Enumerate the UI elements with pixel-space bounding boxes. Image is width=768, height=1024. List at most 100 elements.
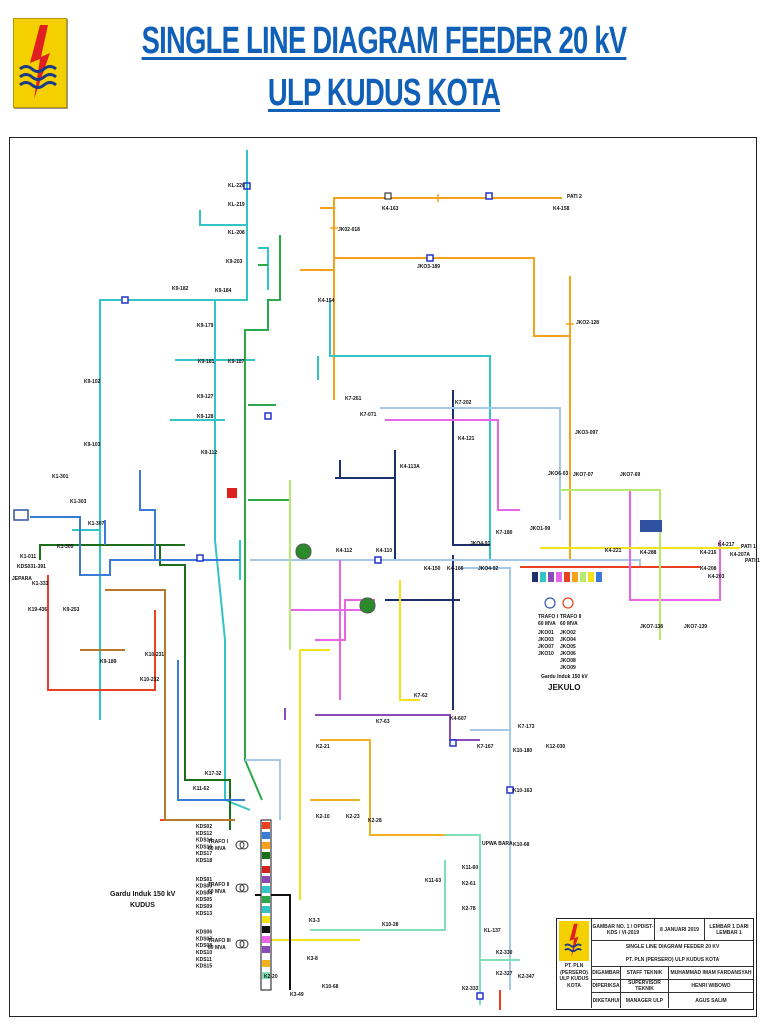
feeder-gold xyxy=(310,739,445,836)
title-block: PT. PLN (PERSERO) ULP KUDUS KOTA GAMBAR … xyxy=(556,918,754,1010)
kudus-transformers xyxy=(235,840,249,949)
label-jk0720: JKO7-139 xyxy=(684,624,707,630)
label-k2330: K2-330 xyxy=(496,950,513,956)
feeder-code: KDS11 xyxy=(196,957,212,963)
label-k2078: K2-78 xyxy=(462,906,476,912)
label-k9253: K9-253 xyxy=(63,607,80,613)
row-role: DIKETAHUI xyxy=(591,993,621,1008)
trafo-rating: 60 MVA xyxy=(208,945,226,951)
label-k9112: K9-112 xyxy=(201,450,217,456)
sheet-number: LEMBAR 1 DARI LEMBAR 1 xyxy=(705,919,753,941)
label-jk0607: JKO7-07 xyxy=(573,472,594,478)
label-k4121: K4-121 xyxy=(458,436,475,442)
label-kl137: KL-137 xyxy=(484,928,501,934)
recloser-icon xyxy=(449,739,457,747)
row-name: HENRI WIBOWO xyxy=(669,980,753,993)
feeder-dark-green xyxy=(39,544,231,830)
feeder-code: KDS05 xyxy=(196,897,212,903)
label-k4163: K4-163 xyxy=(382,206,399,212)
feeder-code: JKO03 xyxy=(538,637,554,643)
recloser-icon xyxy=(264,412,272,420)
customer-icon xyxy=(640,520,662,532)
label-k4208: K4-208 xyxy=(700,566,717,572)
label-k10232: K10-232 xyxy=(140,677,159,683)
label-jk0710: JKO7-138 xyxy=(640,624,663,630)
recloser-icon xyxy=(485,192,493,200)
label-k9182: K9-182 xyxy=(172,286,189,292)
customer-icon xyxy=(13,509,29,521)
label-k10180: K10-180 xyxy=(513,748,532,754)
label-k10068b: K10-68 xyxy=(322,984,339,990)
label-k7063: K7-63 xyxy=(376,719,390,725)
feeder-code: KDS10 xyxy=(196,950,212,956)
feeder-code: KDS04 xyxy=(196,890,212,896)
feeder-code: KDS01 xyxy=(196,877,212,883)
label-k4217: K4-217 xyxy=(718,542,735,548)
label-k2333: K2-333 xyxy=(462,986,479,992)
feeder-code: JKO08 xyxy=(560,658,576,664)
label-k1301: K1-301 xyxy=(52,474,69,480)
feeder-mint xyxy=(310,834,520,1005)
transformer-icon xyxy=(544,597,556,609)
row-position: STAFF TEKNIK xyxy=(621,967,669,980)
label-k7167: K7-167 xyxy=(477,744,494,750)
feeder-yellow xyxy=(270,547,740,941)
feeder-code: KDS07 xyxy=(196,936,212,942)
label-k10231: K10-231 xyxy=(145,652,164,658)
transformer-icon xyxy=(562,597,574,609)
trafo-rating: 60 MVA xyxy=(538,621,556,627)
gi-kudus-name: KUDUS xyxy=(130,902,155,909)
label-k4216: K4-216 xyxy=(700,550,717,556)
label-kl220: KL-220 xyxy=(228,183,245,189)
title-block-org: PT. PLN (PERSERO) ULP KUDUS KOTA xyxy=(559,963,589,989)
label-kl219: KL-219 xyxy=(228,202,245,208)
drawing-date: 8 JANUARI 2019 xyxy=(655,919,705,941)
label-jk0769: JKO7-69 xyxy=(620,472,641,478)
label-k4166: K4-166 xyxy=(447,566,464,572)
label-k4607: K4-607 xyxy=(450,716,467,722)
label-k7062: K7-62 xyxy=(414,693,428,699)
label-jk0199: JKO1-99 xyxy=(530,526,551,532)
label-k4112: K4-112 xyxy=(336,548,352,554)
label-k9103: K9-103 xyxy=(84,442,101,448)
feeder-code: KDS14 xyxy=(196,838,212,844)
label-k2023: K2-23 xyxy=(346,814,360,820)
feeder-code: JKO01 xyxy=(538,630,554,636)
label-k3008: K3-8 xyxy=(307,956,318,962)
label-k2061: K2-61 xyxy=(462,881,476,887)
label-k11062: K11-62 xyxy=(193,786,209,792)
transformer-icon xyxy=(235,883,245,893)
feeder-code: KDS09 xyxy=(196,904,212,910)
recloser-icon xyxy=(476,992,484,1000)
feeder-code: JKO02 xyxy=(560,630,576,636)
label-k12030: K12-030 xyxy=(546,744,565,750)
feeder-code: JKO10 xyxy=(538,651,554,657)
feeder-code: KDS12 xyxy=(196,831,212,837)
row-position: SUPERVISOR TEKNIK xyxy=(621,980,669,993)
label-k4110: K4-110 xyxy=(376,548,392,554)
feeder-code: KDS02 xyxy=(196,824,212,830)
label-k10163: K10-163 xyxy=(513,788,532,794)
pln-lightning-logo-icon xyxy=(564,923,582,958)
label-k1333: K1-333 xyxy=(32,581,49,587)
substation-icon xyxy=(359,597,376,614)
label-k1011: K1-011 xyxy=(20,554,36,560)
feeder-code: JKO06 xyxy=(560,651,576,657)
switch-icon xyxy=(384,192,392,200)
label-k9179: K9-179 xyxy=(197,323,214,329)
feeder-code: KDS16 xyxy=(196,844,212,850)
pln-lightning-logo-icon xyxy=(19,25,57,99)
label-k2327: K2-327 xyxy=(496,971,513,977)
kudus-feeder-list: KDS02KDS12KDS14KDS16KDS17KDS18KDS01KDS03… xyxy=(196,824,212,970)
recloser-icon xyxy=(196,554,204,562)
label-k9128: K9-128 xyxy=(197,414,214,420)
feeder-code: JKO07 xyxy=(538,644,554,650)
label-k4203: K4-203 xyxy=(708,574,725,580)
label-k3049: K3-49 xyxy=(290,992,304,998)
label-k4158: K4-158 xyxy=(553,206,570,212)
label-jk02128: JKO2-128 xyxy=(576,320,599,326)
page-subtitle: ULP KUDUS KOTA xyxy=(267,72,501,114)
gi-kudus-cubicles xyxy=(260,819,272,991)
feeder-code: KDS13 xyxy=(196,911,212,917)
